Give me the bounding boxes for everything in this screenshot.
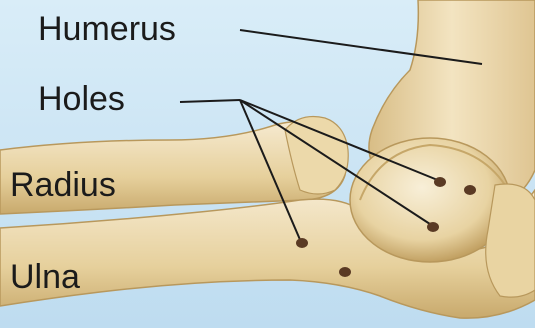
hole-4: [296, 238, 308, 248]
ulna-label: Ulna: [10, 260, 80, 294]
radius-label: Radius: [10, 168, 116, 202]
hole-3: [427, 222, 439, 232]
olecranon: [486, 184, 535, 297]
hole-1: [434, 177, 446, 187]
humerus-label: Humerus: [38, 12, 176, 46]
hole-2: [464, 185, 476, 195]
holes-label: Holes: [38, 82, 125, 116]
hole-5: [339, 267, 351, 277]
